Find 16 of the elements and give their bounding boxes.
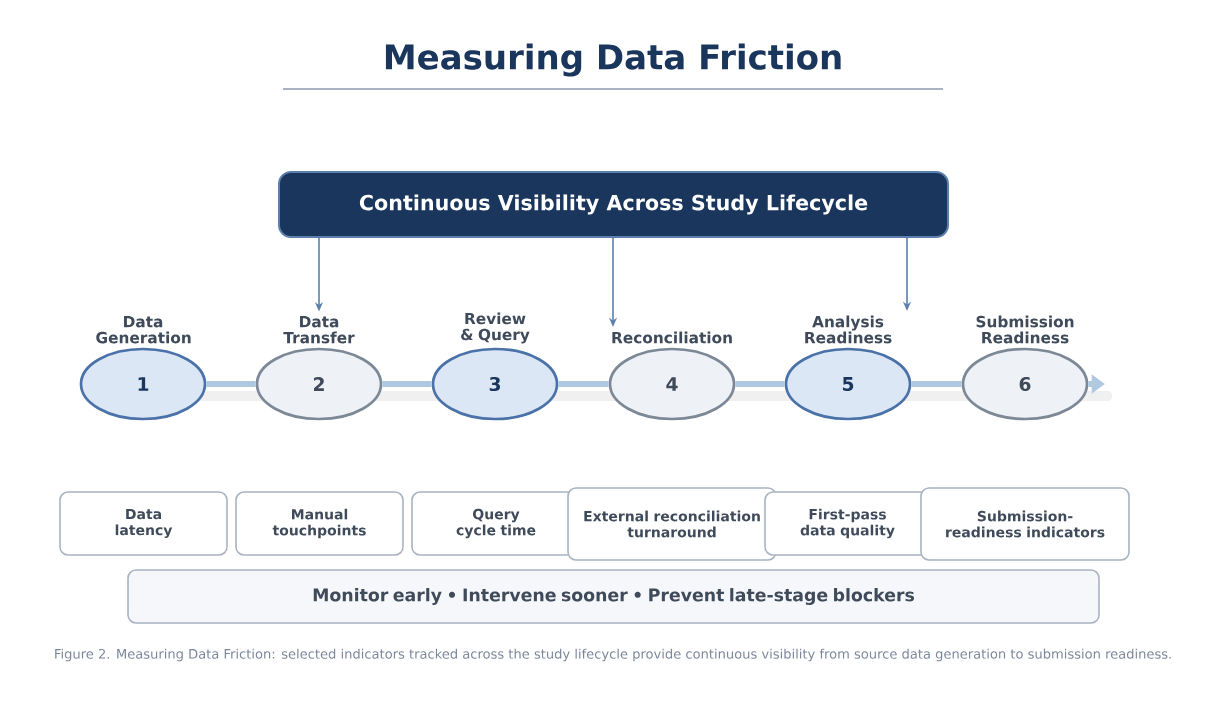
title: Measuring Data Friction [385,43,841,77]
stage-label: Reconciliation [612,331,732,344]
metric-box: Query cycle time [411,491,581,556]
metric-box: Data latency [59,491,228,556]
stage-label: Review & Query [461,312,530,344]
stage-label: Analysis Readiness [805,315,892,344]
stage-label: Data Transfer [283,316,355,344]
stage-label: Data Generation [96,316,191,344]
banner: Continuous Visibility Across Study Lifecycle [278,171,949,238]
stage-label: Submission Readiness [976,315,1074,344]
metric-box: Submission-readiness indicators [920,487,1130,561]
caption: Figure 2. Measuring Data Friction: selected indicators tracked across the study lifecycle provide continuous visibility from source data generation to submission readiness. [55,648,1171,662]
summary-bar: Monitor early • Intervene sooner • Prevent late-stage blockers [127,569,1100,624]
metric-box: External reconciliation turnaround [567,487,777,561]
metric-box: Manual touchpoints [235,491,404,556]
metric-box: First-pass data quality [764,491,931,556]
